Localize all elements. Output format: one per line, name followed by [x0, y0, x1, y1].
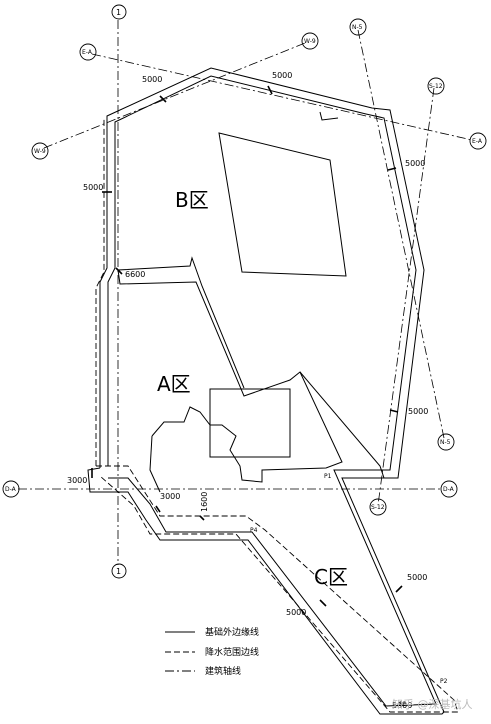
axis-lines — [18, 20, 473, 565]
axis-s12-bottom-label: S-12 — [371, 504, 385, 511]
axis-ea-right-bubble — [469, 132, 487, 150]
tick-top-left — [159, 95, 167, 103]
dewatering-bottom-edge — [96, 465, 459, 713]
axis-w9-left-bubble — [31, 142, 49, 160]
axis-1-top-bubble — [111, 4, 127, 20]
point-p2-label: P2 — [440, 678, 448, 685]
axis-s12-top-label: S-12 — [429, 83, 443, 90]
dewatering-boundary — [95, 118, 459, 713]
axis-1-bottom-label: 1 — [116, 567, 121, 576]
dim-c-right: 5000 — [407, 573, 427, 582]
dim-bottom-center: 3000 — [160, 492, 180, 501]
dim-left-upper: 5000 — [83, 183, 103, 192]
zone-a-label: A区 — [157, 372, 191, 396]
point-p3-label: P3 — [399, 701, 407, 708]
building-footprints — [117, 111, 385, 493]
axis-bubbles — [2, 4, 487, 579]
zone-bc-divider — [299, 371, 385, 479]
tick-c-right — [395, 585, 403, 593]
axis-n5-top-label: N-5 — [352, 24, 363, 31]
axis-1-bottom-bubble — [111, 563, 127, 579]
axis-w9-right-bubble — [301, 32, 319, 50]
dim-top-mid: 5000 — [272, 71, 292, 80]
tick-right-upper — [387, 167, 397, 171]
axis-ea-left-bubble — [79, 43, 97, 61]
legend-dashdot-label: 建筑轴线 — [205, 665, 241, 677]
axis-ea-line — [91, 53, 473, 141]
zone-a-ramp — [149, 435, 161, 493]
axis-da-left-label: D-A — [5, 486, 17, 493]
zone-b-building — [218, 132, 347, 277]
axis-w9-right-label: W-9 — [304, 38, 316, 45]
tick-bottom-center — [155, 505, 161, 513]
axis-s12-top-bubble — [427, 77, 445, 95]
axis-w9-left-label: W-9 — [34, 148, 46, 155]
point-p4-label: P4 — [250, 527, 258, 534]
dim-c-left: 5000 — [286, 608, 306, 617]
legend-solid-label: 基础外边缘线 — [205, 626, 259, 638]
axis-n5-top-bubble — [349, 18, 367, 36]
zone-b-label: B区 — [175, 188, 209, 212]
tick-vertical-center — [199, 515, 205, 521]
tick-top-mid — [267, 85, 273, 95]
labels: B区 A区 C区 5000 5000 5000 5000 6600 3000 3… — [5, 8, 483, 711]
axis-s12-line — [377, 87, 435, 506]
axis-s12-bottom-bubble — [369, 498, 387, 516]
axis-n5-line — [357, 29, 445, 439]
axis-ea-right-label: E-A — [472, 138, 483, 145]
foundation-outline — [87, 67, 445, 715]
zone-b-inner-notch — [319, 111, 339, 121]
dim-top-left: 5000 — [142, 75, 162, 84]
foundation-inner-line — [107, 75, 437, 707]
tick-mid-left — [115, 267, 123, 275]
axis-n5-bottom-label: N-5 — [440, 439, 451, 446]
axis-w9-line — [43, 42, 306, 149]
watermark: 知乎 @深基坑人 — [392, 697, 473, 711]
axis-da-left-bubble — [2, 480, 20, 498]
dim-right-upper: 5000 — [405, 159, 425, 168]
point-p1-label: P1 — [324, 473, 332, 480]
dim-vertical-center: 1600 — [200, 492, 209, 512]
tick-c-left — [319, 599, 327, 607]
dim-c-bottom: 5000 — [392, 701, 412, 710]
dewatering-left-edge — [95, 118, 105, 466]
dim-mid-left: 6600 — [125, 270, 145, 279]
dim-lower-left: 3000 — [67, 476, 87, 485]
zone-a-building — [209, 388, 291, 458]
axis-ea-left-label: E-A — [82, 49, 93, 56]
foundation-outer-line — [87, 67, 445, 715]
axis-da-right-bubble — [440, 480, 458, 498]
dim-right-lower: 5000 — [408, 407, 428, 416]
axis-1-top-label: 1 — [116, 8, 121, 17]
tick-right-lower — [389, 409, 399, 413]
zone-c-label: C区 — [314, 565, 348, 589]
axis-n5-bottom-bubble — [437, 433, 455, 451]
axis-da-right-label: D-A — [443, 486, 455, 493]
dimension-ticks — [91, 85, 403, 607]
legend-lines — [165, 631, 195, 672]
legend-dashed-label: 降水范围边线 — [205, 646, 259, 658]
